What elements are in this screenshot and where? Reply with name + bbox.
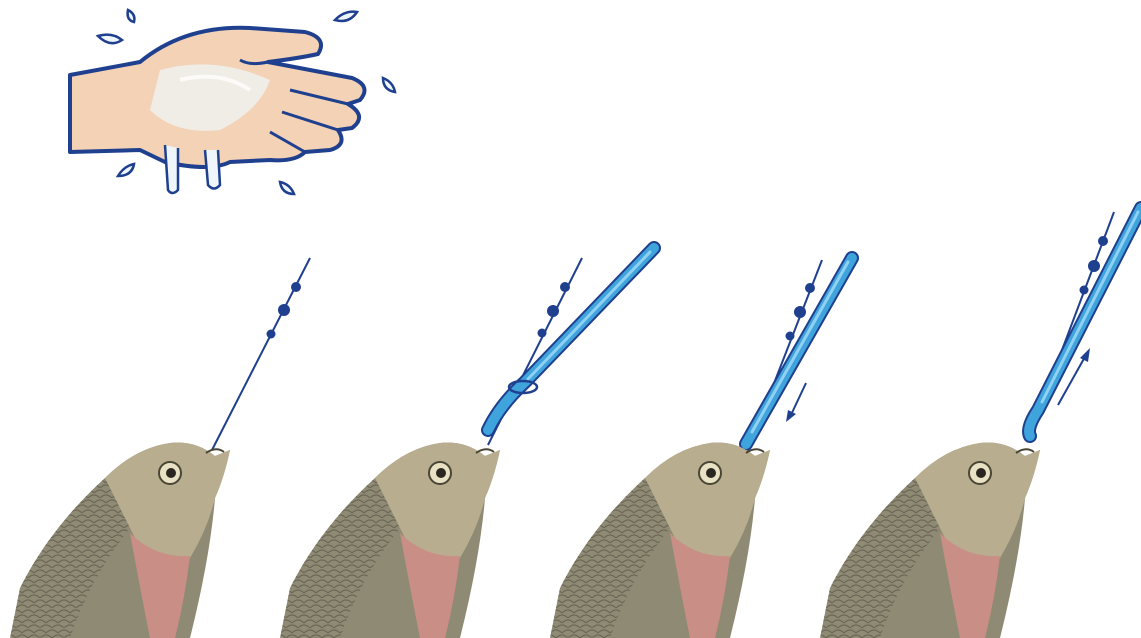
disgorger-tool-icon [488, 248, 654, 430]
disgorger-tool-icon [1029, 208, 1141, 436]
fish-with-hook-icon [280, 443, 500, 638]
fish-with-hook-icon [10, 443, 230, 638]
disgorger-tool-icon [746, 258, 852, 444]
fishing-line-icon [212, 258, 310, 450]
direction-arrow-icon [786, 383, 806, 422]
step-1 [10, 258, 310, 638]
wet-hand-icon [70, 28, 365, 193]
fish-with-hook-icon [550, 443, 770, 638]
fish-with-hook-icon [820, 443, 1040, 638]
step-4 [820, 208, 1141, 638]
